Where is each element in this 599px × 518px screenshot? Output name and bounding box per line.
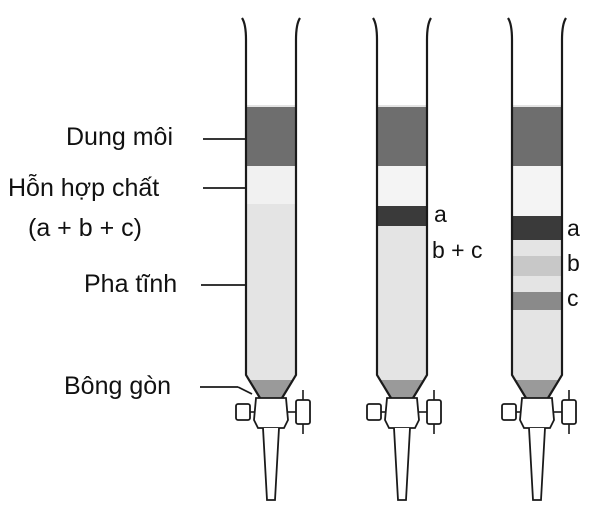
clear-zone-2 (377, 166, 427, 206)
label-mixture-components: (a + b + c) (28, 214, 142, 242)
clear-zone-3 (512, 166, 562, 216)
cotton-plug-3 (512, 380, 562, 398)
column-1 (235, 17, 311, 501)
column2-label-bc: b + c (432, 237, 483, 263)
solvent-band-2 (377, 107, 427, 166)
outlet-tip-1 (262, 427, 280, 501)
stopcock-handle-left-1 (235, 403, 251, 421)
label-stationary-phase: Pha tĩnh (84, 270, 177, 298)
stopcock-2 (384, 397, 420, 429)
stopcock-handle-right-3 (561, 399, 577, 425)
solvent-band-3 (512, 107, 562, 166)
outlet-tip-3 (528, 427, 546, 501)
column-2 (366, 17, 442, 501)
stopcock-handle-right-2 (426, 399, 442, 425)
band-b-3 (512, 256, 562, 276)
label-solvent: Dung môi (66, 123, 173, 151)
cotton-plug-2 (377, 380, 427, 398)
stopcock-handle-left-3 (501, 403, 517, 421)
stopcock-handle-right-1 (295, 399, 311, 425)
mixture-zone-1 (246, 166, 296, 204)
column3-label-b: b (567, 250, 580, 276)
solvent-band-1 (246, 107, 296, 166)
column2-label-a: a (434, 201, 447, 227)
outlet-tip-2 (393, 427, 411, 501)
stopcock-handle-left-2 (366, 403, 382, 421)
column3-label-c: c (567, 285, 579, 311)
band-a-2 (377, 206, 427, 226)
stopcock-3 (519, 397, 555, 429)
cotton-plug-1 (246, 380, 296, 398)
band-a-3 (512, 216, 562, 240)
label-cotton: Bông gòn (64, 372, 171, 400)
band-c-3 (512, 292, 562, 310)
label-mixture: Hỗn hợp chất (8, 173, 159, 202)
stopcock-1 (253, 397, 289, 429)
column-3 (501, 17, 577, 501)
column3-label-a: a (567, 215, 580, 241)
